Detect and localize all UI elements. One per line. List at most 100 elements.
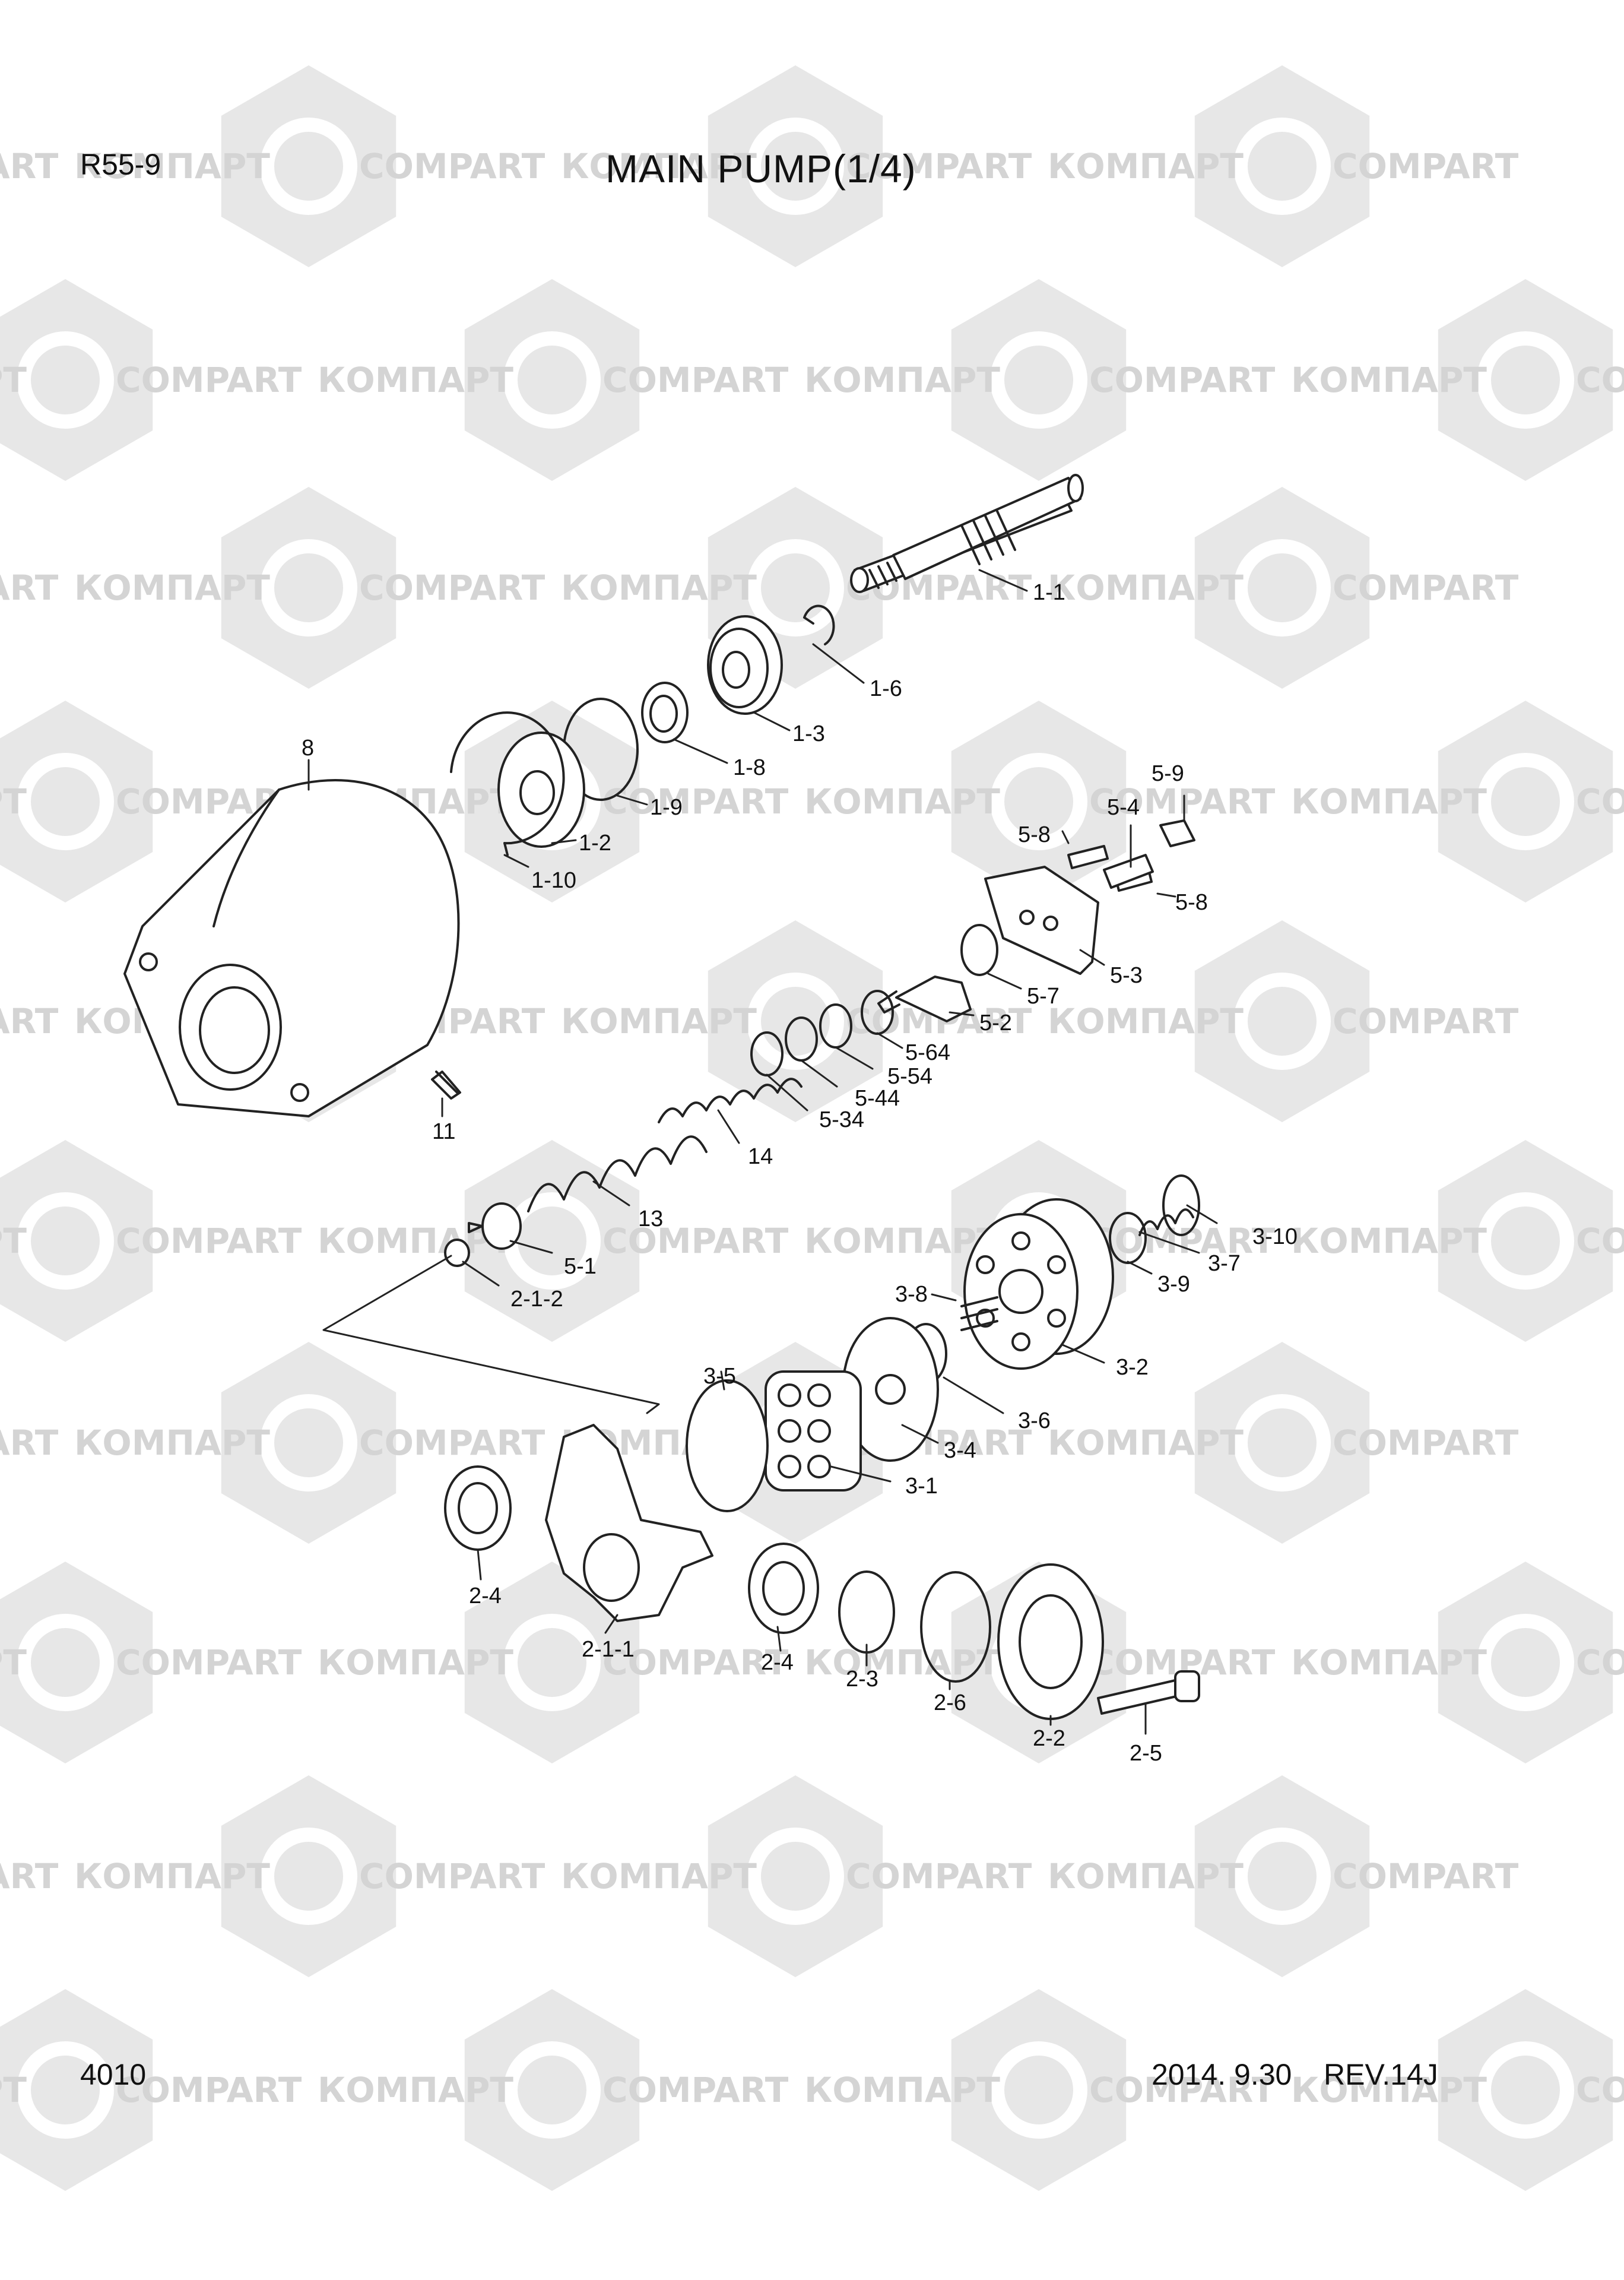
svg-text:COMPART: COMPART xyxy=(1089,781,1276,822)
callout-label: 2-1-1 xyxy=(582,1637,635,1662)
page-title: MAIN PUMP(1/4) xyxy=(605,147,916,191)
watermark-logo: КОМПАРТ COMPART xyxy=(1048,487,1519,689)
callout-label: 1-6 xyxy=(870,676,902,701)
watermark-logo: КОМПАРТ COMPART xyxy=(318,1562,789,1763)
callout-label: 13 xyxy=(638,1206,663,1231)
snap-ring-part xyxy=(803,604,835,645)
svg-text:КОМПАРТ: КОМПАРТ xyxy=(1291,2070,1487,2110)
cylinder-block-part xyxy=(963,1198,1114,1370)
watermark-logo: КОМПАРТ COMPART xyxy=(804,279,1276,481)
svg-text:COMPART: COMPART xyxy=(1576,2070,1624,2110)
callout-label: 5-3 xyxy=(1110,963,1143,988)
o-ring-part xyxy=(861,990,894,1035)
callout-label: 14 xyxy=(748,1144,773,1169)
svg-text:COMPART: COMPART xyxy=(1333,1001,1519,1041)
svg-text:КОМПАРТ: КОМПАРТ xyxy=(804,1642,1000,1683)
callout-label: 1-2 xyxy=(579,831,611,856)
svg-text:КОМПАРТ: КОМПАРТ xyxy=(0,360,27,400)
watermark-logo: КОМПАРТ COMPART xyxy=(74,65,545,267)
svg-text:КОМПАРТ: КОМПАРТ xyxy=(318,2070,513,2110)
callout-label: 2-4 xyxy=(469,1584,502,1608)
set-screw-part xyxy=(1103,854,1154,889)
revision-date: 2014. 9.30 xyxy=(1152,2058,1292,2091)
nut-part xyxy=(1159,819,1195,847)
svg-text:COMPART: COMPART xyxy=(1576,360,1624,400)
pin-part xyxy=(444,1239,470,1267)
svg-text:COMPART: COMPART xyxy=(0,1856,59,1896)
callout-label: 5-9 xyxy=(1152,761,1184,786)
svg-text:КОМПАРТ: КОМПАРТ xyxy=(1291,1642,1487,1683)
svg-text:COMPART: COMPART xyxy=(0,568,59,608)
svg-text:КОМПАРТ: КОМПАРТ xyxy=(561,1856,757,1896)
svg-text:COMPART: COMPART xyxy=(116,2070,302,2110)
callout-label: 2-3 xyxy=(846,1667,878,1692)
svg-text:КОМПАРТ: КОМПАРТ xyxy=(804,2070,1000,2110)
inner-spring-part xyxy=(658,1078,803,1123)
svg-text:КОМПАРТ: КОМПАРТ xyxy=(1048,568,1244,608)
callout-label: 11 xyxy=(432,1119,455,1144)
svg-text:КОМПАРТ: КОМПАРТ xyxy=(0,781,27,822)
svg-text:COMPART: COMPART xyxy=(116,360,302,400)
spring-seat-part xyxy=(468,1202,522,1250)
callout-label: 1-8 xyxy=(733,755,766,780)
svg-text:COMPART: COMPART xyxy=(359,1856,545,1896)
svg-text:КОМПАРТ: КОМПАРТ xyxy=(1291,1221,1487,1261)
svg-text:КОМПАРТ: КОМПАРТ xyxy=(804,781,1000,822)
callout-label: 5-54 xyxy=(887,1064,932,1089)
callout-label: 1-10 xyxy=(531,868,576,893)
pump-casing-part xyxy=(123,779,460,1117)
svg-text:COMPART: COMPART xyxy=(1576,781,1624,822)
callout-label: 3-4 xyxy=(944,1438,976,1463)
callout-label: 1-1 xyxy=(1033,580,1065,605)
oil-seal-part xyxy=(641,682,689,743)
roller-bearing-part xyxy=(444,1465,512,1551)
piston-assembly-part xyxy=(765,1370,862,1492)
o-ring-part xyxy=(819,1003,852,1049)
svg-text:КОМПАРТ: КОМПАРТ xyxy=(74,146,270,186)
oil-seal-part xyxy=(838,1570,895,1654)
watermark-logo: КОМПАРТ COMPART xyxy=(1291,1140,1624,1342)
watermark-logo: КОМПАРТ COMPART xyxy=(1048,65,1519,267)
svg-text:КОМПАРТ: КОМПАРТ xyxy=(1048,1856,1244,1896)
callout-label: 2-6 xyxy=(934,1690,966,1715)
svg-text:COMPART: COMPART xyxy=(1333,568,1519,608)
svg-text:КОМПАРТ: КОМПАРТ xyxy=(804,360,1000,400)
leader-lines xyxy=(307,569,1218,1735)
svg-text:КОМПАРТ: КОМПАРТ xyxy=(74,568,270,608)
svg-text:КОМПАРТ: КОМПАРТ xyxy=(318,1642,513,1683)
svg-text:COMPART: COMPART xyxy=(602,1642,789,1683)
callout-label: 3-2 xyxy=(1116,1355,1149,1380)
svg-text:COMPART: COMPART xyxy=(359,568,545,608)
svg-text:COMPART: COMPART xyxy=(1576,1221,1624,1261)
callout-label: 2-1-2 xyxy=(510,1287,563,1312)
svg-text:COMPART: COMPART xyxy=(602,1221,789,1261)
roller-bearing-part xyxy=(748,1543,819,1634)
callout-label: 2-5 xyxy=(1130,1741,1162,1766)
svg-text:КОМПАРТ: КОМПАРТ xyxy=(1048,146,1244,186)
drive-shaft-part xyxy=(850,474,1084,593)
callout-label: 5-7 xyxy=(1027,984,1060,1009)
svg-text:COMPART: COMPART xyxy=(602,781,789,822)
callout-label: 5-64 xyxy=(905,1040,950,1065)
svg-text:COMPART: COMPART xyxy=(846,1856,1032,1896)
watermark-logo: КОМПАРТ COMPART xyxy=(1291,701,1624,902)
callout-label: 5-8 xyxy=(1175,890,1208,915)
callout-label: 2-4 xyxy=(761,1650,794,1675)
svg-text:КОМПАРТ: КОМПАРТ xyxy=(1048,1001,1244,1041)
svg-text:COMPART: COMPART xyxy=(1089,360,1276,400)
callout-label: 5-2 xyxy=(979,1011,1012,1036)
svg-text:COMPART: COMPART xyxy=(359,146,545,186)
retaining-ring-part xyxy=(450,711,565,856)
svg-text:COMPART: COMPART xyxy=(1333,146,1519,186)
callout-label: 1-9 xyxy=(650,795,683,820)
svg-text:КОМПАРТ: КОМПАРТ xyxy=(1291,781,1487,822)
